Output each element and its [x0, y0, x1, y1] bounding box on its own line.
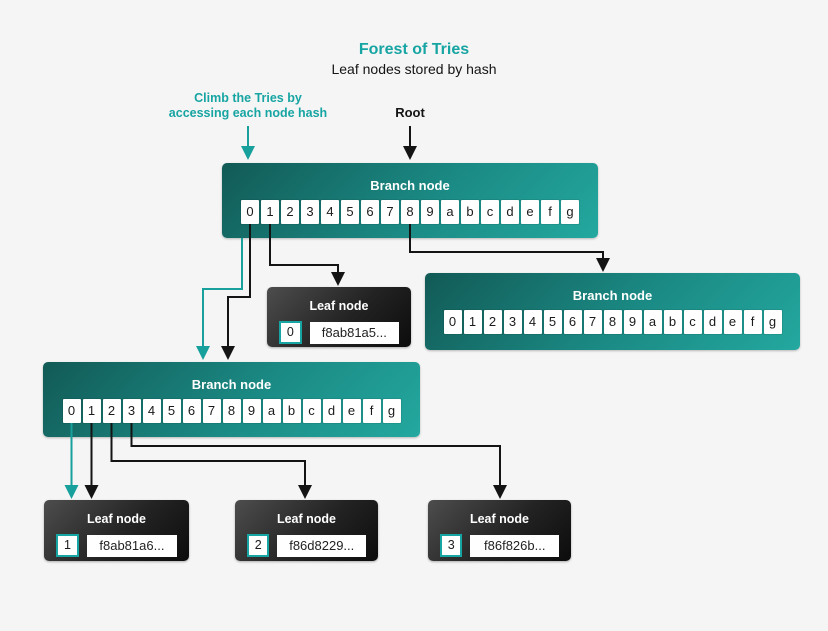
leaf-node-title: Leaf node — [469, 512, 530, 526]
arrow-climbpath-to-lower-branch — [196, 238, 243, 360]
arrow-cell0-to-lower-branch — [221, 224, 251, 360]
leaf-hash-value: f8ab81a6... — [86, 534, 177, 557]
branch-cell-3: 3 — [301, 200, 319, 224]
branch-cell-5: 5 — [341, 200, 359, 224]
branch-cell-1: 1 — [82, 399, 101, 423]
branch-cell-9: 9 — [421, 200, 439, 224]
branch-cell-g: g — [382, 399, 401, 423]
branch-cell-d: d — [703, 310, 722, 334]
branch-cell-e: e — [342, 399, 361, 423]
branch-cell-0: 0 — [443, 310, 462, 334]
branch-cell-a: a — [441, 200, 459, 224]
leaf-node-3: Leaf node 3 f86f826b... — [428, 500, 571, 561]
root-annotation: Root — [395, 105, 425, 120]
branch-cell-c: c — [481, 200, 499, 224]
branch-cell-8: 8 — [401, 200, 419, 224]
climb-tries-annotation: Climb the Tries by accessing each node h… — [168, 91, 328, 120]
page-title: Forest of Tries — [358, 41, 470, 58]
branch-cell-7: 7 — [202, 399, 221, 423]
branch-cell-g: g — [561, 200, 579, 224]
branch-cell-d: d — [322, 399, 341, 423]
leaf-index-cell: 1 — [56, 534, 79, 557]
branch-cell-a: a — [643, 310, 662, 334]
branch-cell-9: 9 — [242, 399, 261, 423]
branch-cell-c: c — [683, 310, 702, 334]
branch-cell-0: 0 — [62, 399, 81, 423]
branch-cell-a: a — [262, 399, 281, 423]
branch-cell-b: b — [663, 310, 682, 334]
branch-cell-6: 6 — [563, 310, 582, 334]
branch-cell-b: b — [461, 200, 479, 224]
branch-cell-e: e — [521, 200, 539, 224]
leaf-index-cell: 0 — [279, 321, 302, 344]
branch-cell-b: b — [282, 399, 301, 423]
page-subtitle: Leaf nodes stored by hash — [331, 61, 497, 77]
branch-cell-6: 6 — [361, 200, 379, 224]
branch-cell-4: 4 — [321, 200, 339, 224]
leaf-node-2: Leaf node 2 f86d8229... — [235, 500, 378, 561]
branch-cell-8: 8 — [222, 399, 241, 423]
branch-cell-3: 3 — [122, 399, 141, 423]
branch-node-title: Branch node — [370, 178, 450, 193]
leaf-node-title: Leaf node — [309, 299, 369, 313]
branch-cell-4: 4 — [142, 399, 161, 423]
branch-cell-e: e — [723, 310, 742, 334]
leaf-index-cell: 3 — [440, 534, 463, 557]
branch-cell-4: 4 — [523, 310, 542, 334]
branch-cell-f: f — [541, 200, 559, 224]
branch-cell-0: 0 — [241, 200, 259, 224]
branch-cell-6: 6 — [182, 399, 201, 423]
leaf-index-cell: 2 — [247, 534, 270, 557]
branch-cell-2: 2 — [483, 310, 502, 334]
leaf-node-title: Leaf node — [86, 512, 147, 526]
branch-cell-2: 2 — [281, 200, 299, 224]
branch-cell-5: 5 — [543, 310, 562, 334]
leaf-node-1: Leaf node 1 f8ab81a6... — [44, 500, 189, 561]
branch-cell-3: 3 — [503, 310, 522, 334]
branch-cell-d: d — [501, 200, 519, 224]
branch-node-title: Branch node — [191, 377, 272, 392]
leaf-node-0: Leaf node 0 f8ab81a5... — [267, 287, 411, 347]
branch-cell-7: 7 — [381, 200, 399, 224]
branch-cell-5: 5 — [162, 399, 181, 423]
branch-cell-2: 2 — [102, 399, 121, 423]
branch-cell-f: f — [362, 399, 381, 423]
branch-cell-c: c — [302, 399, 321, 423]
branch-cell-7: 7 — [583, 310, 602, 334]
leaf-hash-value: f8ab81a5... — [309, 321, 399, 344]
branch-cell-f: f — [743, 310, 762, 334]
leaf-hash-value: f86d8229... — [277, 534, 366, 557]
branch-cell-g: g — [763, 310, 782, 334]
branch-cell-1: 1 — [261, 200, 279, 224]
branch-cell-1: 1 — [463, 310, 482, 334]
branch-cell-8: 8 — [603, 310, 622, 334]
branch-node-title: Branch node — [572, 288, 653, 303]
branch-cell-9: 9 — [623, 310, 642, 334]
leaf-hash-value: f86f826b... — [470, 534, 559, 557]
leaf-node-title: Leaf node — [276, 512, 337, 526]
